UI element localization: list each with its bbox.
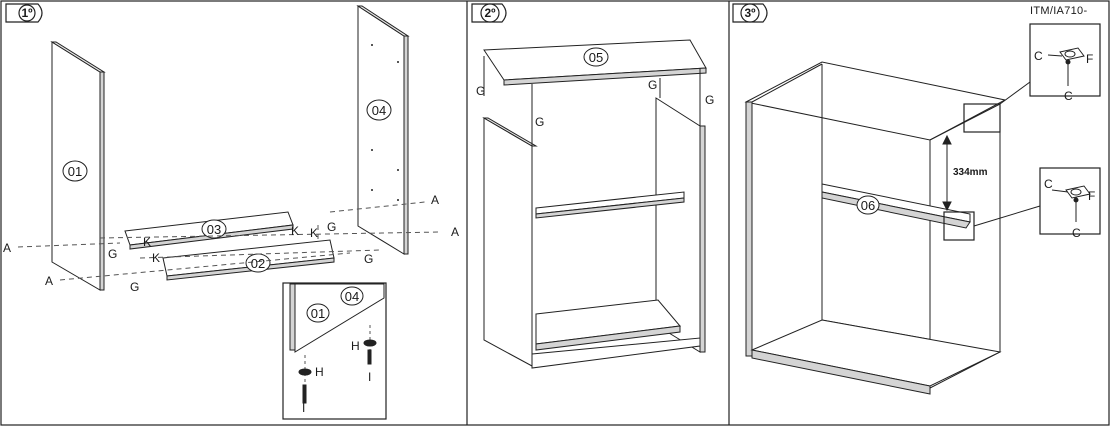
cam-lock-hardware [298, 339, 377, 404]
upper-label-c-1: C [1034, 49, 1043, 63]
top-panel-05 [483, 39, 707, 86]
label-k-4: K [310, 226, 318, 240]
assembly-guides [17, 201, 441, 281]
lower-label-f: F [1088, 189, 1095, 203]
step-1-badge: 1º [5, 3, 43, 23]
part-01-label: 01 [68, 164, 82, 179]
step-2-label-g-2: G [535, 115, 544, 129]
detail-label-h-2: H [315, 365, 324, 379]
detail-part-01-label: 01 [311, 306, 325, 321]
step-3-labels: 06 334mm C F C C F C [861, 49, 1096, 240]
step-1-number: 1º [21, 6, 33, 20]
label-a-bottom: A [45, 274, 53, 288]
detail-label-h-1: H [351, 339, 360, 353]
label-a-right: A [451, 225, 459, 239]
side-panel-04 [356, 5, 410, 255]
label-g-3: G [327, 220, 336, 234]
step-3-badge: 3º [732, 3, 768, 23]
upper-fitting-detail [1029, 23, 1101, 97]
step-2-label-g-3: G [648, 78, 657, 92]
part-04-callout [366, 99, 392, 121]
part-01-callout [62, 160, 88, 182]
step-3-number: 3º [744, 6, 756, 20]
step-3-panel [744, 23, 1101, 395]
step-1-panel [17, 5, 441, 420]
label-k-3: K [291, 224, 299, 238]
step-2-badge: 2º [471, 3, 507, 23]
detail-part-01-callout [306, 303, 330, 323]
base-02 [162, 239, 335, 281]
step-1-detail-inset [282, 282, 387, 420]
detail-part-04-callout [340, 286, 364, 306]
part-03-label: 03 [207, 222, 221, 237]
side-panel-01 [50, 41, 106, 291]
dimension-label: 334mm [953, 167, 988, 178]
lower-label-c-1: C [1044, 177, 1053, 191]
detail-label-i-1: I [368, 370, 371, 384]
upper-label-f: F [1086, 52, 1093, 66]
step-2-label-g-4: G [705, 93, 714, 107]
step-1-labels: 01 04 03 02 A A A A G G G G K K K K 01 0… [3, 103, 459, 415]
part-05-callout [583, 47, 609, 67]
lower-label-c-2: C [1072, 226, 1081, 240]
label-a-left: A [3, 241, 11, 255]
step-2-number: 2º [484, 6, 496, 20]
cabinet-body [482, 56, 706, 369]
lower-fitting-detail [1039, 167, 1101, 235]
label-g-4: G [364, 252, 373, 266]
label-k-1: K [143, 235, 151, 249]
label-g-2: G [130, 280, 139, 294]
part-06-callout [856, 195, 880, 215]
step-2-labels: 05 G G G G [476, 50, 714, 129]
part-04-label: 04 [372, 103, 386, 118]
label-g-1: G [108, 247, 117, 261]
step-2-panel [482, 39, 707, 369]
upper-fitting-highlight [963, 103, 1001, 133]
part-02-label: 02 [251, 256, 265, 271]
upper-label-c-2: C [1064, 89, 1073, 103]
step-2-label-g-1: G [476, 84, 485, 98]
document-code: ITM/IA710- [1030, 5, 1087, 17]
label-k-2: K [152, 251, 160, 265]
part-06-label: 06 [861, 198, 875, 213]
detail-label-i-2: I [302, 401, 305, 415]
part-03-callout [201, 219, 227, 239]
hanging-rail-06 [821, 183, 971, 229]
part-05-label: 05 [589, 50, 603, 65]
dimension-334mm [942, 134, 952, 212]
label-a-top-right: A [431, 193, 439, 207]
detail-part-04-label: 04 [345, 289, 359, 304]
